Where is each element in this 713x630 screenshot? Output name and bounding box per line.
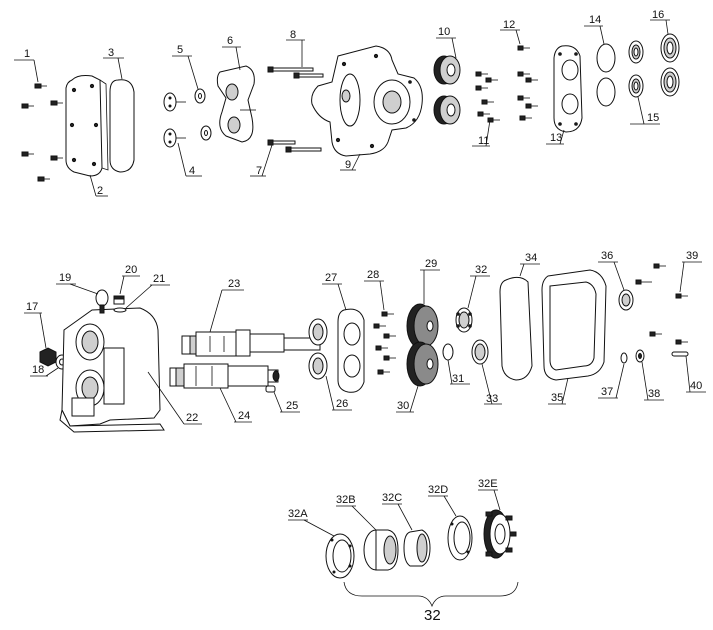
part-6-bracket [216,65,256,143]
part-30-gear [406,341,439,387]
part-13-seal-plate [553,45,583,133]
label-21: 21 [153,273,165,285]
label-24: 24 [238,410,250,422]
group-bracket [343,581,519,608]
part-25-key [265,385,276,393]
label-9: 9 [345,159,351,171]
part-5-washers [194,88,212,141]
label-32a: 32A [288,508,308,520]
label-37: 37 [601,386,613,398]
part-16-bearings [660,33,680,97]
part-8-studs [267,66,324,79]
label-25: 25 [286,400,298,412]
label-29: 29 [425,258,437,270]
label-23: 23 [228,278,240,290]
part-32c-sleeve [403,529,431,567]
part-22-gear-housing [59,307,165,433]
label-32b: 32B [336,494,356,506]
part-33-bearing [471,339,489,365]
part-36-oil-seal [618,289,634,311]
part-12-screws [517,45,538,121]
label-38: 38 [648,388,660,400]
label-32d: 32D [428,484,448,496]
label-19: 19 [59,272,71,284]
label-16: 16 [652,9,664,21]
label-17: 17 [26,301,38,313]
label-5: 5 [177,44,183,56]
label-10: 10 [438,26,450,38]
part-40-pin [671,351,689,357]
label-31: 31 [452,373,464,385]
part-11-screws [475,71,500,123]
part-7-studs [267,139,322,153]
label-20: 20 [125,264,137,276]
part-32-bearing-assembly [455,307,473,333]
part-38-washer [635,349,645,363]
label-26: 26 [336,398,348,410]
part-32d-race [447,515,473,561]
part-1-screws [21,83,63,182]
label-2: 2 [97,185,103,197]
part-26-bearings [308,318,328,380]
label-40: 40 [690,380,702,392]
label-1: 1 [24,48,30,60]
part-15-bearings [628,40,644,98]
part-24-driven-shaft [169,363,280,389]
label-35: 35 [551,392,563,404]
label-6: 6 [227,35,233,47]
label-28: 28 [367,269,379,281]
part-20-plug [113,295,125,305]
label-33: 33 [486,393,498,405]
label-3: 3 [108,47,114,59]
label-8: 8 [290,29,296,41]
label-27: 27 [325,272,337,284]
part-4-caps [163,92,186,148]
label-32: 32 [475,264,487,276]
part-28-screws [373,311,396,375]
label-32e: 32E [478,478,498,490]
label-14: 14 [589,14,601,26]
label-32-group: 32 [424,607,441,624]
part-27-plate [337,308,365,393]
label-11: 11 [478,135,489,147]
part-37-washer [620,352,628,364]
label-18: 18 [32,364,44,376]
part-34-gasket [499,276,533,381]
label-13: 13 [550,132,562,144]
label-7: 7 [256,165,262,177]
label-15: 15 [647,112,659,124]
part-9-pump-body [311,45,423,157]
part-32e-roller-cage [483,509,517,559]
label-39: 39 [686,250,698,262]
part-31-lock-ring [442,343,454,361]
label-34: 34 [525,252,537,264]
part-32a-outer-race [325,533,355,579]
part-2-cover-plate [65,75,109,177]
label-36: 36 [601,250,613,262]
label-12: 12 [503,19,515,31]
label-4: 4 [189,165,195,177]
part-39-screws [635,263,688,345]
part-23-drive-shaft [181,329,321,357]
part-35-gear-cover [541,269,607,381]
part-19-eye-bolt [95,289,109,314]
part-3-gasket [109,79,135,173]
part-21-ring [113,307,127,313]
label-32c: 32C [382,492,402,504]
label-22: 22 [186,412,198,424]
part-14-o-rings [596,43,616,107]
part-32b-cup [363,529,399,571]
part-29-gear [406,303,439,349]
label-30: 30 [397,400,409,412]
part-10-seals [433,55,461,125]
